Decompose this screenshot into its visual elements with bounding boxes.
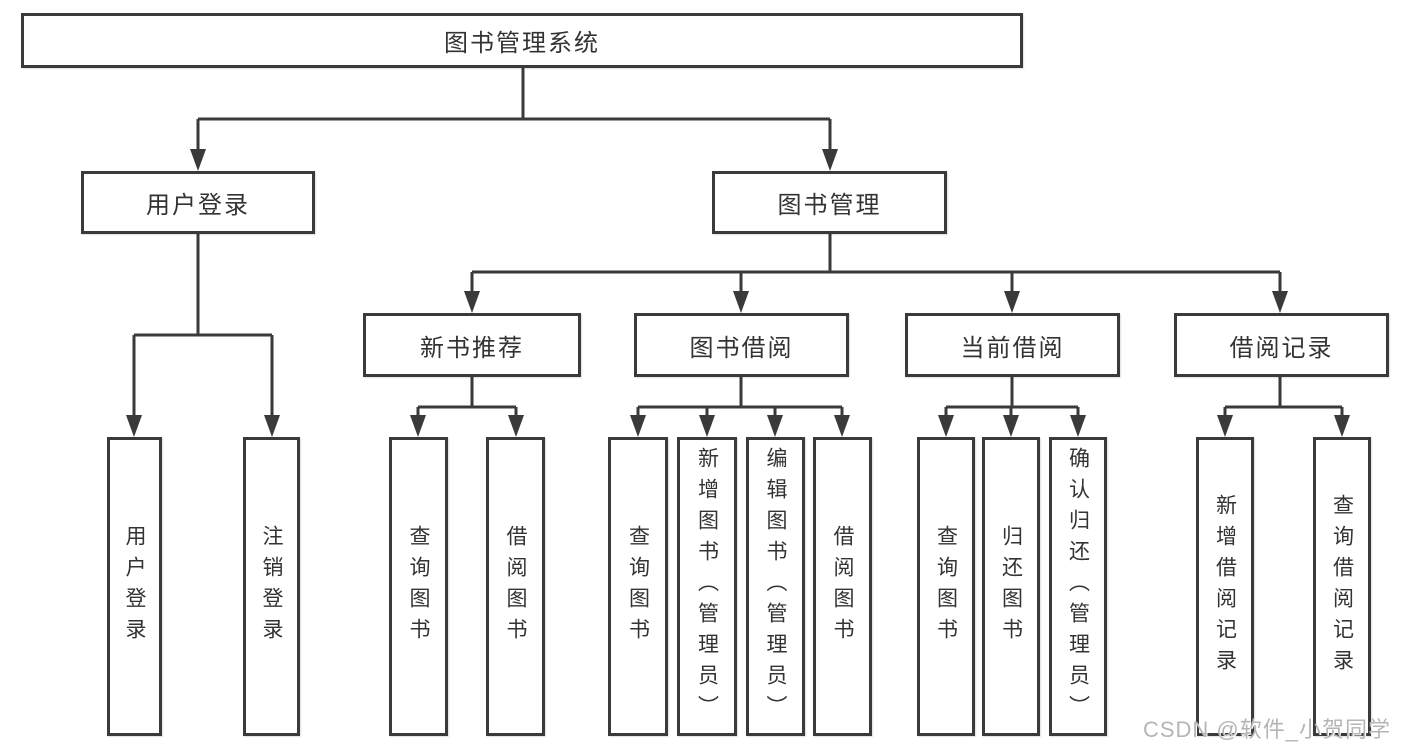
leaf-borrow-borrow-books: 借阅图书 [813, 437, 872, 736]
leaf-edit-books-admin-label: 编辑图书（管理员） [764, 447, 787, 726]
leaf-user-login: 用户登录 [107, 437, 162, 736]
leaf-current-query-books-label: 查询图书 [934, 524, 958, 649]
node-user-login-label: 用户登录 [146, 192, 250, 219]
node-book-borrow-label: 图书借阅 [689, 334, 794, 362]
leaf-query-borrow-record: 查询借阅记录 [1313, 437, 1371, 736]
node-root: 图书管理系统 [21, 13, 1023, 68]
leaf-borrow-query-books-label: 查询图书 [626, 524, 650, 649]
leaf-recommend-query-books: 查询图书 [389, 437, 448, 736]
node-new-book-recommend-label: 新书推荐 [420, 334, 524, 362]
leaf-borrow-borrow-books-label: 借阅图书 [831, 524, 854, 649]
leaf-user-login-label: 用户登录 [123, 524, 146, 649]
leaf-return-books-label: 归还图书 [999, 524, 1023, 649]
node-root-label: 图书管理系统 [444, 30, 600, 57]
node-borrow-records-label: 借阅记录 [1229, 334, 1334, 362]
node-book-management: 图书管理 [712, 171, 947, 234]
leaf-add-books-admin-label: 新增图书（管理员） [695, 447, 719, 726]
leaf-logout-label: 注销登录 [260, 524, 283, 649]
leaf-logout: 注销登录 [243, 437, 300, 736]
node-book-management-label: 图书管理 [777, 192, 882, 219]
leaf-recommend-borrow-books-label: 借阅图书 [504, 524, 527, 649]
node-user-login: 用户登录 [81, 171, 315, 234]
leaf-edit-books-admin: 编辑图书（管理员） [746, 437, 805, 736]
node-new-book-recommend: 新书推荐 [363, 313, 581, 377]
leaf-current-query-books: 查询图书 [917, 437, 975, 736]
leaf-confirm-return-admin-label: 确认归还（管理员） [1066, 447, 1090, 726]
leaf-add-borrow-record-label: 新增借阅记录 [1213, 493, 1237, 680]
leaf-add-borrow-record: 新增借阅记录 [1196, 437, 1254, 736]
leaf-return-books: 归还图书 [982, 437, 1040, 736]
node-borrow-records: 借阅记录 [1174, 313, 1389, 377]
leaf-borrow-query-books: 查询图书 [608, 437, 668, 736]
node-book-borrow: 图书借阅 [634, 313, 849, 377]
node-current-borrow: 当前借阅 [905, 313, 1120, 377]
leaf-query-borrow-record-label: 查询借阅记录 [1330, 493, 1354, 680]
leaf-recommend-borrow-books: 借阅图书 [486, 437, 545, 736]
leaf-add-books-admin: 新增图书（管理员） [677, 437, 737, 736]
leaf-confirm-return-admin: 确认归还（管理员） [1049, 437, 1107, 736]
csdn-watermark: CSDN @软件_小贺同学 [1142, 717, 1391, 742]
node-current-borrow-label: 当前借阅 [960, 334, 1065, 362]
leaf-recommend-query-books-label: 查询图书 [407, 524, 430, 649]
arrowheads [126, 149, 1350, 437]
